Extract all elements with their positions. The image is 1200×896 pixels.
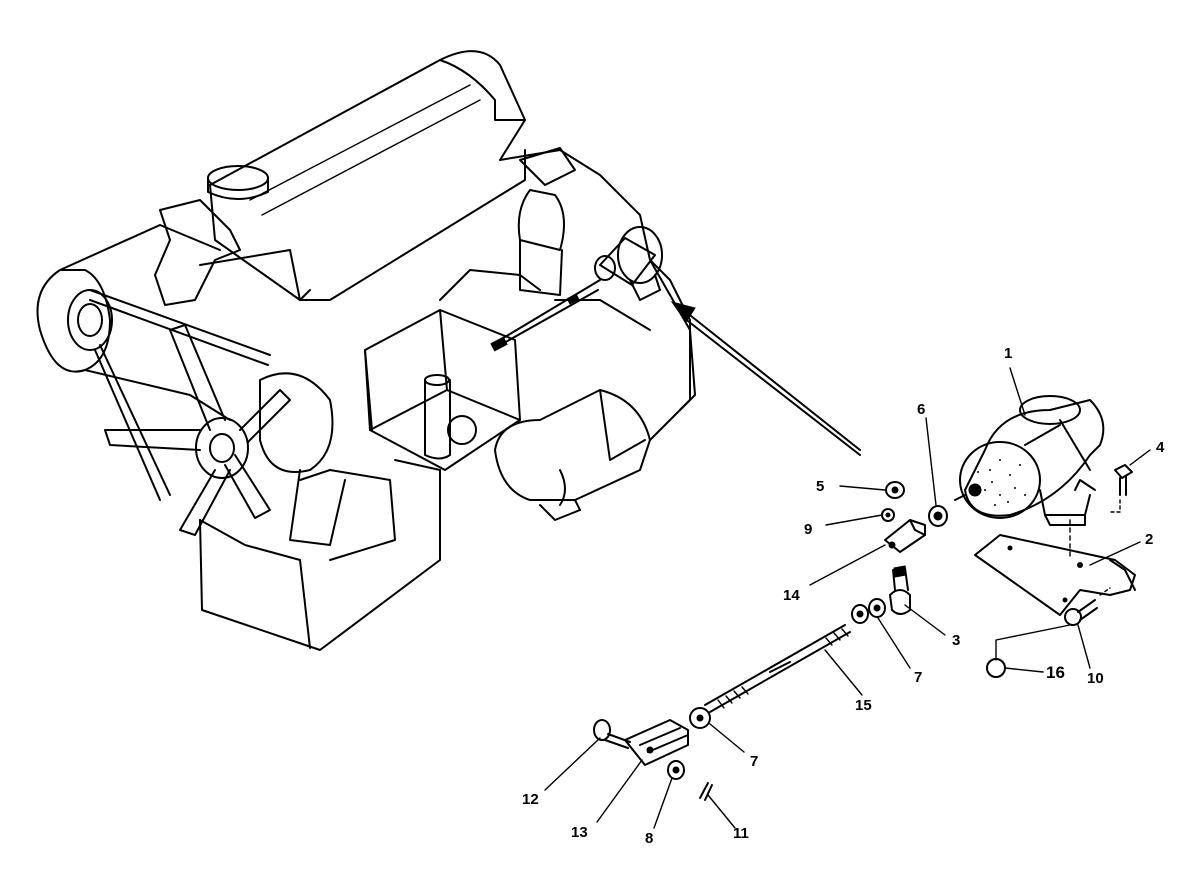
clevis-part-13 (624, 719, 689, 766)
callout-1: 1 (1004, 345, 1012, 362)
bolt-part-10 (1064, 587, 1111, 626)
rod-end-part-3 (889, 565, 911, 615)
nut-part-6 (928, 505, 948, 527)
callout-7-upper: 7 (914, 669, 922, 686)
screw-part-4 (1109, 464, 1133, 513)
nut-part-7-upper (851, 598, 886, 624)
callout-6: 6 (917, 401, 925, 418)
callout-4: 4 (1156, 439, 1165, 456)
location-arrow (670, 301, 861, 456)
nut-part-5 (885, 481, 905, 499)
callout-10: 10 (1087, 670, 1104, 687)
nut-part-7-lower (689, 707, 711, 729)
washer-part-9 (881, 508, 895, 522)
callout-13: 13 (571, 824, 588, 841)
bracket-part-2 (974, 519, 1136, 616)
cotter-pin-part-11 (699, 782, 713, 801)
callout-12: 12 (522, 791, 539, 808)
callout-2: 2 (1145, 531, 1153, 548)
callout-5: 5 (816, 478, 824, 495)
engine-illustration (36, 50, 696, 651)
leader-lines (544, 367, 1151, 829)
callout-15: 15 (855, 697, 872, 714)
callout-3: 3 (952, 632, 960, 649)
callout-9: 9 (804, 521, 812, 538)
clevis-part-14 (884, 519, 926, 553)
callout-8: 8 (645, 830, 653, 847)
solenoid-part-1 (954, 395, 1105, 526)
callout-labels: 1 2 3 4 5 6 7 7 8 9 10 11 12 13 14 15 16 (522, 345, 1165, 847)
callout-14: 14 (783, 587, 800, 604)
fan-icon (104, 324, 291, 536)
pin-part-12 (593, 719, 631, 749)
callout-16: 16 (1046, 663, 1065, 682)
callout-11: 11 (733, 825, 749, 842)
mounted-solenoid (594, 226, 663, 301)
threaded-rod-part-15 (704, 624, 851, 713)
washer-part-8 (667, 760, 685, 780)
callout-7-lower: 7 (750, 753, 758, 770)
